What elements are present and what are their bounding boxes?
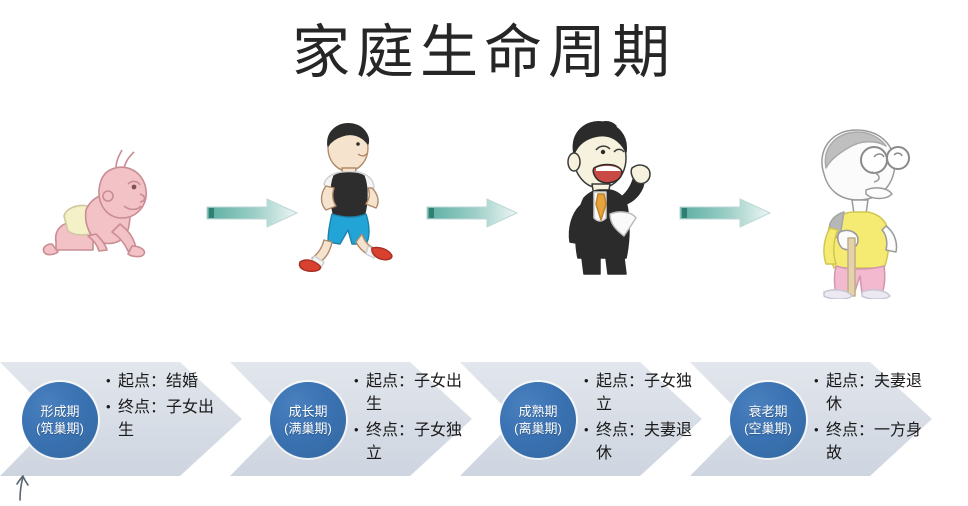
stage-2-bullet-start: 起点：子女出生	[354, 369, 466, 416]
running-young-man-illustration	[296, 122, 406, 272]
stage-3-bullet-start: 起点：子女独立	[584, 369, 696, 416]
stage-3-badge: 成熟期 (离巢期)	[500, 382, 576, 458]
stage-4-label-line2: (空巢期)	[744, 421, 792, 436]
stage-3-bullet-list: 起点：子女独立 终点：夫妻退休	[584, 369, 696, 468]
stage-4-bullet-start: 起点：夫妻退休	[814, 369, 926, 416]
stage-3-bullet-end: 终点：夫妻退休	[584, 418, 696, 465]
hand-drawn-up-arrow-icon	[8, 470, 34, 502]
stage-3-label-line1: 成熟期	[518, 404, 558, 419]
stage-4-badge: 衰老期 (空巢期)	[730, 382, 806, 458]
crawling-baby-illustration	[36, 138, 156, 263]
stage-4-chevron[interactable]: 衰老期 (空巢期) 起点：夫妻退休 终点：一方身故	[690, 358, 952, 480]
stage-3-chevron[interactable]: 成熟期 (离巢期) 起点：子女独立 终点：夫妻退休	[460, 358, 722, 480]
connector-arrow-1-icon	[205, 197, 303, 229]
stage-1-bullet-end: 终点：子女出生	[106, 395, 218, 442]
stage-2-badge: 成长期 (满巢期)	[270, 382, 346, 458]
stage-2-bullet-list: 起点：子女出生 终点：子女独立	[354, 369, 466, 468]
stage-4-label-line1: 衰老期	[748, 404, 788, 419]
stage-1-bullet-start: 起点：结婚	[106, 369, 218, 393]
lifecycle-stage-row: 形成期 (筑巢期) 起点：结婚 终点：子女出生	[0, 358, 968, 488]
page-title: 家庭生命周期	[291, 20, 676, 85]
stage-1-badge: 形成期 (筑巢期)	[22, 382, 98, 458]
connector-arrow-2-icon	[425, 197, 523, 229]
stage-4-bullet-list: 起点：夫妻退休 终点：一方身故	[814, 369, 926, 468]
stage-2-chevron[interactable]: 成长期 (满巢期) 起点：子女出生 终点：子女独立	[230, 358, 492, 480]
stage-1-label-line2: (筑巢期)	[36, 421, 84, 436]
stage-1-label-line1: 形成期	[40, 404, 80, 419]
connector-arrow-3-icon	[678, 197, 776, 229]
stage-2-label-line2: (满巢期)	[284, 421, 332, 436]
stage-3-label-line2: (离巢期)	[514, 421, 562, 436]
stage-2-bullet-end: 终点：子女独立	[354, 418, 466, 465]
laughing-businessman-illustration	[548, 118, 663, 278]
stage-2-label-line1: 成长期	[288, 404, 328, 419]
stage-1-chevron[interactable]: 形成期 (筑巢期) 起点：结婚 终点：子女出生	[0, 358, 262, 480]
elderly-with-cane-illustration	[800, 124, 925, 300]
stage-1-bullet-list: 起点：结婚 终点：子女出生	[106, 369, 218, 445]
stage-4-bullet-end: 终点：一方身故	[814, 418, 926, 465]
